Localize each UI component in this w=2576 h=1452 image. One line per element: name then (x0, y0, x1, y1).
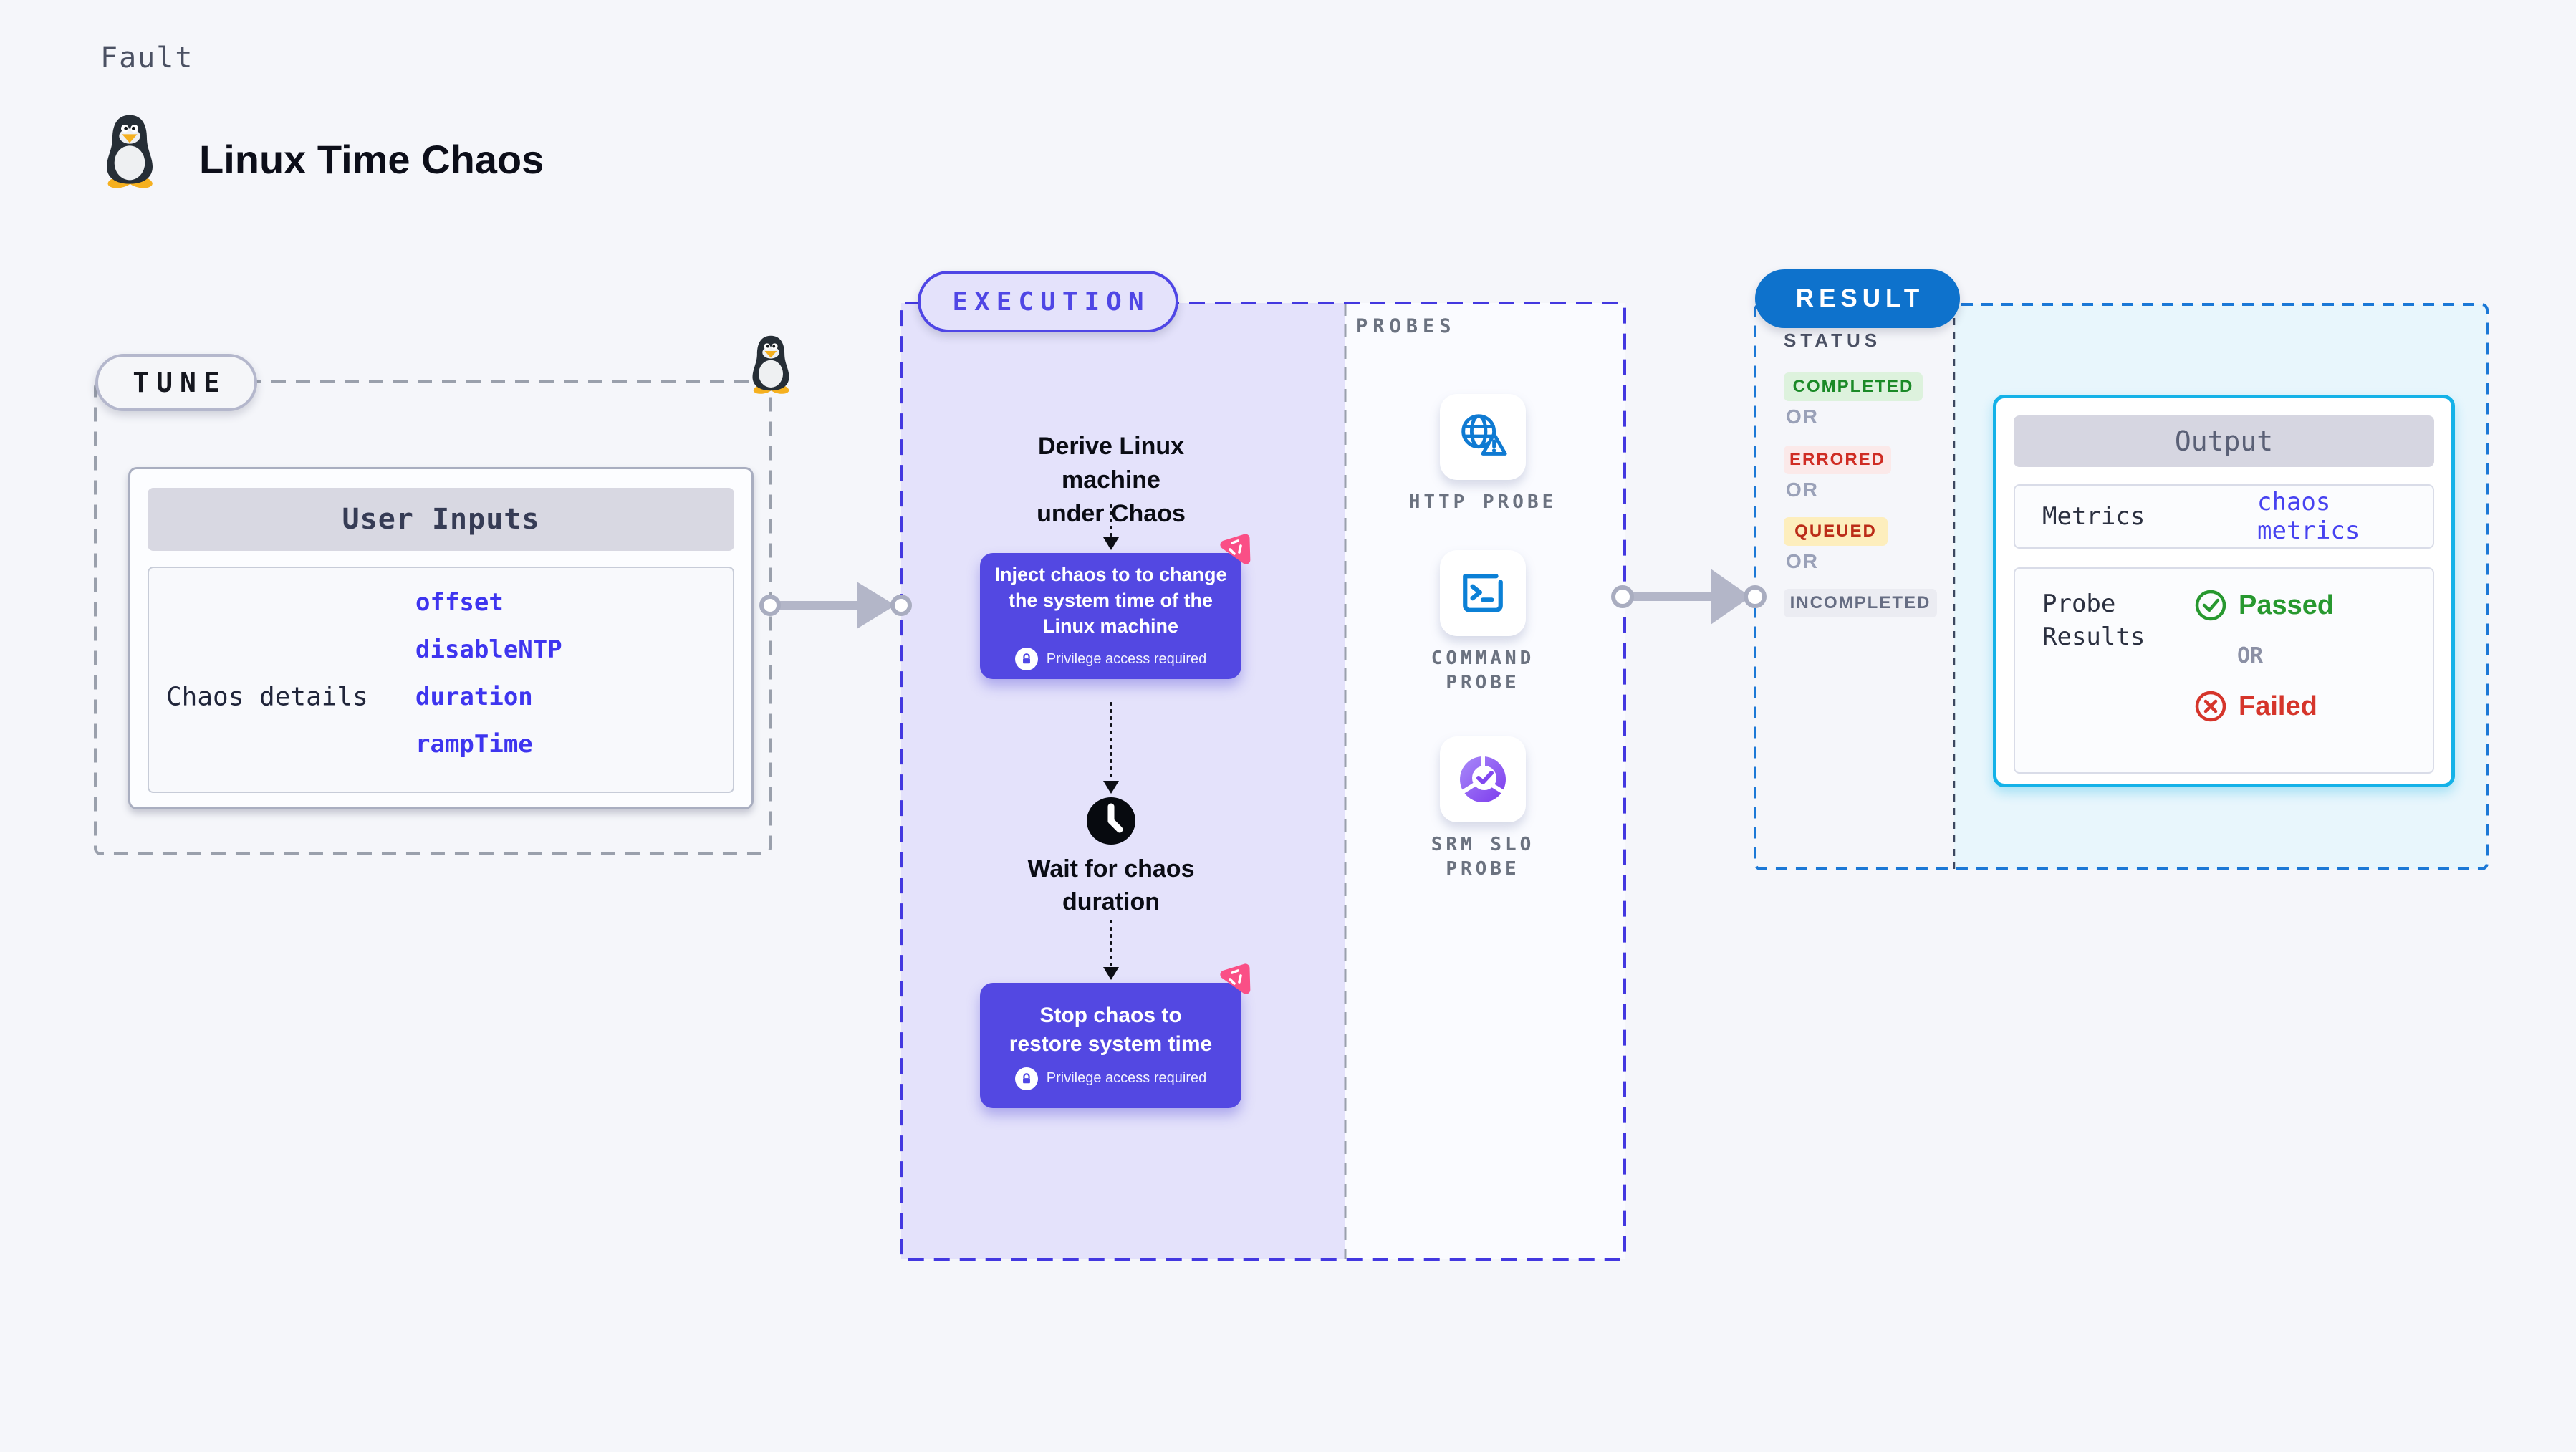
output-title: Output (2014, 415, 2434, 467)
stop-privilege-text: Privilege access required (1046, 1070, 1207, 1086)
derive-step-text: Derive Linux machine under Chaos (989, 430, 1233, 531)
lock-icon (1014, 1067, 1038, 1090)
user-inputs-title: User Inputs (148, 488, 734, 551)
probe-label-line: SRM SLO (1431, 834, 1535, 855)
inject-privilege-row: Privilege access required (1014, 648, 1207, 670)
stop-line-2: restore system time (1009, 1032, 1213, 1056)
output-or-label: OR (2237, 643, 2264, 668)
inject-privilege-text: Privilege access required (1046, 650, 1207, 667)
probe-results-label: Probe Results (2042, 587, 2145, 653)
status-badge-completed: COMPLETED (1784, 372, 1923, 401)
arrow-execution-to-result (1611, 569, 1767, 625)
result-pill: RESULT (1755, 269, 1960, 328)
failed-row: Failed (2194, 690, 2334, 723)
probe-label-line: HTTP PROBE (1408, 491, 1557, 513)
probe-label-line: COMMAND (1431, 648, 1535, 669)
probe-label-line: PROBE (1446, 672, 1520, 693)
or-label: OR (1786, 550, 1819, 572)
passed-row: Passed (2194, 589, 2334, 622)
user-inputs-card: User Inputs Chaos details offset disable… (128, 467, 754, 809)
status-badge-errored: ERRORED (1784, 446, 1891, 474)
tune-dashed-box (94, 380, 772, 855)
wait-step-text: Wait for chaos duration (1011, 852, 1211, 918)
inject-line-1: Inject chaos to to change (994, 564, 1227, 585)
inject-line-3: Linux machine (1042, 615, 1179, 637)
wait-clock-icon (1085, 795, 1137, 850)
http-probe-label: HTTP PROBE (1397, 490, 1569, 514)
param-list: offset disableNTP duration rampTime (415, 590, 562, 757)
arrow-tune-to-execution (759, 582, 912, 629)
probe-results-label-line: Probe (2042, 590, 2116, 618)
srm-slo-probe-label: SRM SLO PROBE (1397, 832, 1569, 881)
command-probe-card (1440, 550, 1526, 636)
or-label: OR (1786, 479, 1819, 501)
param-duration[interactable]: duration (415, 683, 533, 711)
tux-icon (99, 113, 160, 191)
passed-label: Passed (2239, 590, 2335, 620)
srm-slo-probe-card (1440, 736, 1526, 822)
chaos-badge-icon (1216, 532, 1254, 570)
probe-label-line: PROBE (1446, 858, 1520, 880)
status-badge-queued: QUEUED (1784, 517, 1888, 546)
http-probe-card (1440, 394, 1526, 480)
status-badge-incompleted: INCOMPLETED (1784, 589, 1937, 617)
probes-label: PROBES (1356, 315, 1456, 337)
param-ramptime[interactable]: rampTime (415, 730, 533, 759)
tune-pill: TUNE (95, 354, 257, 411)
probe-results-row: Probe Results Passed OR Failed (2014, 567, 2434, 774)
stop-chaos-box: Stop chaos to restore system time Privil… (980, 983, 1241, 1108)
execution-pill: EXECUTION (918, 271, 1178, 332)
execution-dashed-box (900, 302, 1626, 1261)
http-probe-icon (1461, 414, 1507, 456)
metrics-value-link[interactable]: chaos metrics (2257, 488, 2360, 545)
wait-line-1: Wait for chaos (1027, 855, 1195, 883)
param-offset[interactable]: offset (415, 588, 504, 617)
command-probe-icon (1463, 574, 1503, 612)
flow-arrowheads (1103, 537, 1119, 980)
inject-line-2: the system time of the (1008, 590, 1213, 611)
or-label: OR (1786, 405, 1819, 428)
status-label: STATUS (1784, 330, 1882, 351)
inject-chaos-box: Inject chaos to to change the system tim… (980, 553, 1241, 679)
wait-line-2: duration (1062, 888, 1160, 915)
fault-eyebrow: Fault (100, 42, 194, 74)
lock-icon (1014, 648, 1038, 670)
chaos-details-label: Chaos details (166, 682, 368, 712)
page-title: Linux Time Chaos (199, 137, 544, 182)
srm-slo-probe-icon (1460, 755, 1506, 802)
failed-label: Failed (2239, 691, 2317, 721)
metrics-row: Metrics chaos metrics (2014, 484, 2434, 549)
tux-small-icon (746, 331, 795, 400)
chaos-badge-icon (1216, 961, 1254, 1000)
chaos-details-row: Chaos details offset disableNTP duration… (148, 567, 734, 793)
param-disablentp[interactable]: disableNTP (415, 635, 562, 664)
failed-x-icon (2195, 691, 2226, 722)
stop-line-1: Stop chaos to (1039, 1003, 1182, 1027)
output-card: Output Metrics chaos metrics Probe Resul… (1993, 395, 2455, 787)
command-probe-label: COMMAND PROBE (1397, 646, 1569, 695)
derive-line-1: Derive Linux machine (1037, 433, 1185, 494)
metrics-label: Metrics (2042, 502, 2145, 531)
probe-results-label-line: Results (2042, 622, 2145, 651)
probe-results-values: Passed OR Failed (2194, 589, 2334, 723)
passed-check-icon (2195, 590, 2226, 621)
derive-line-2: under Chaos (1037, 500, 1186, 527)
stop-privilege-row: Privilege access required (1014, 1067, 1207, 1090)
